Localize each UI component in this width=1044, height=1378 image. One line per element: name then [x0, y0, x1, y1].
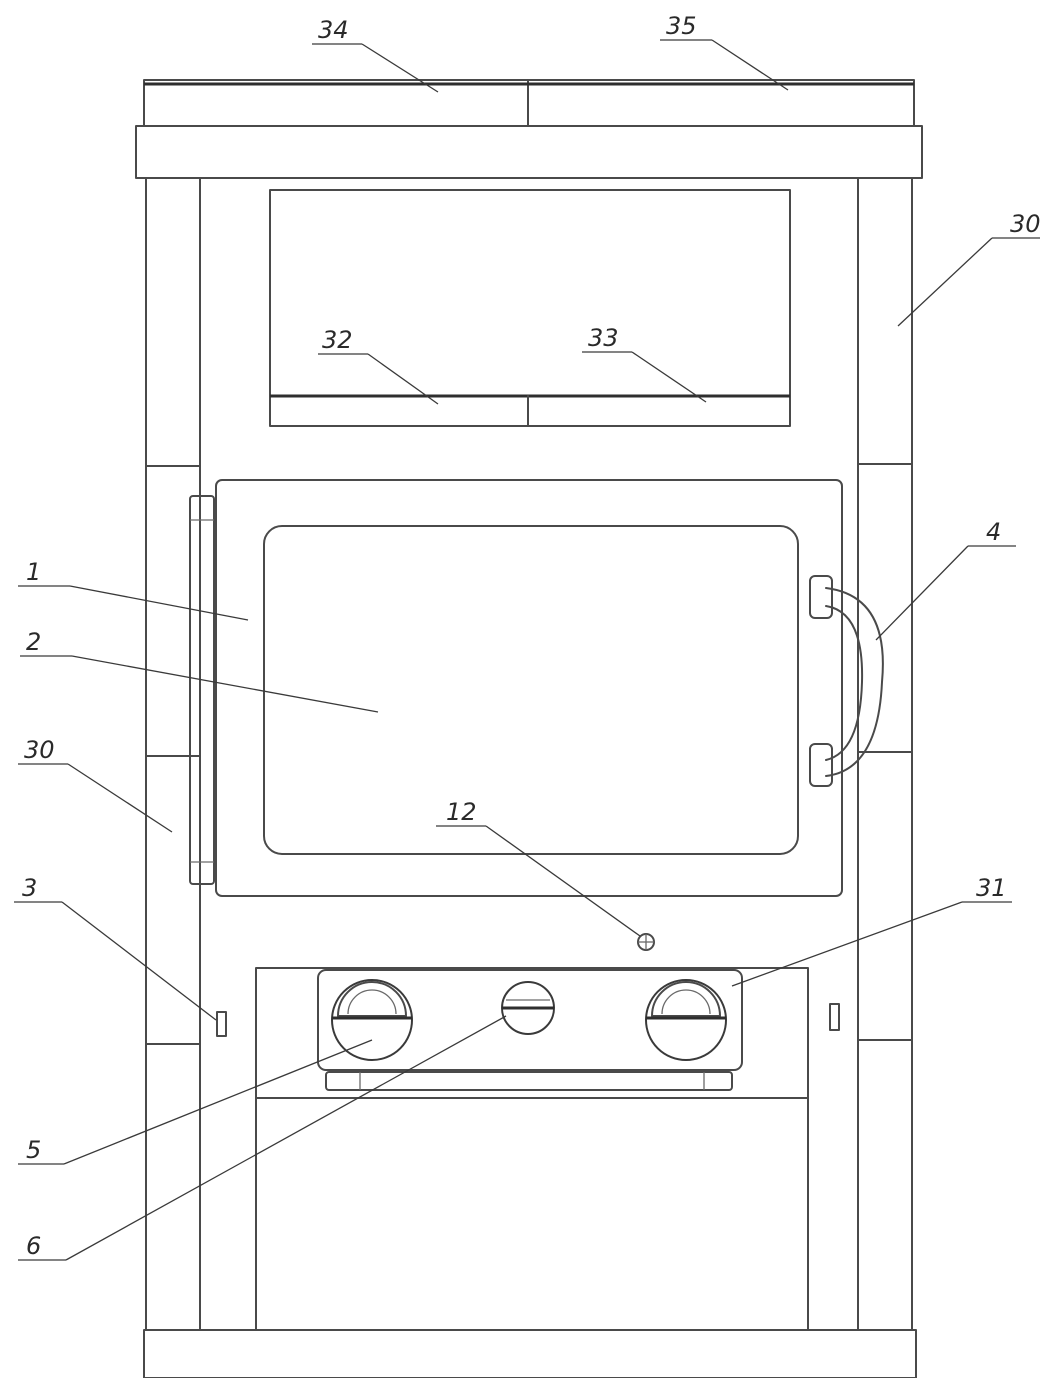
panel-base-rail	[325, 1071, 733, 1091]
upper-compartment-frame	[269, 189, 791, 427]
top-slab-group	[135, 79, 923, 179]
label-33: 33	[588, 324, 619, 352]
cornice-band	[135, 125, 923, 179]
label-1: 1	[26, 558, 41, 586]
label-5: 5	[26, 1136, 41, 1164]
side-columns	[145, 177, 913, 1331]
control-knob-right[interactable]	[645, 979, 727, 1061]
top-slab-left	[143, 79, 529, 127]
label-31: 31	[976, 874, 1007, 902]
label-2: 2	[26, 628, 41, 656]
label-35: 35	[666, 12, 697, 40]
label-3: 3	[22, 874, 37, 902]
label-30-right: 30	[1010, 210, 1041, 238]
oven-door-group	[189, 479, 843, 897]
lower-section	[255, 967, 809, 1331]
vent-slot-right	[829, 1003, 840, 1031]
control-knob-left[interactable]	[331, 979, 413, 1061]
label-30-left: 30	[24, 736, 55, 764]
control-panel	[317, 969, 743, 1071]
door-handle	[809, 575, 884, 787]
label-12: 12	[446, 798, 477, 826]
vent-slot-left	[216, 1011, 227, 1037]
reference-labels: 34 35 30 32 33 1 2 4 30 12 3 31 5 6	[22, 12, 1041, 1260]
label-32: 32	[322, 326, 353, 354]
oven-window	[263, 525, 799, 855]
handle-grip-outer	[825, 587, 884, 777]
handle-bracket-bottom	[809, 743, 833, 787]
top-slab-right	[527, 79, 915, 127]
label-4: 4	[986, 518, 1001, 546]
control-knob-center[interactable]	[501, 981, 555, 1035]
oven-door	[215, 479, 843, 897]
thermometer-mark	[637, 933, 655, 951]
door-hinge	[189, 495, 215, 885]
base-plinth	[143, 1329, 917, 1378]
handle-grip-inner	[825, 605, 864, 761]
handle-bracket-top	[809, 575, 833, 619]
label-34: 34	[318, 16, 349, 44]
upper-compartment	[269, 189, 791, 427]
label-6: 6	[26, 1232, 41, 1260]
leader-lines	[14, 39, 1040, 1261]
